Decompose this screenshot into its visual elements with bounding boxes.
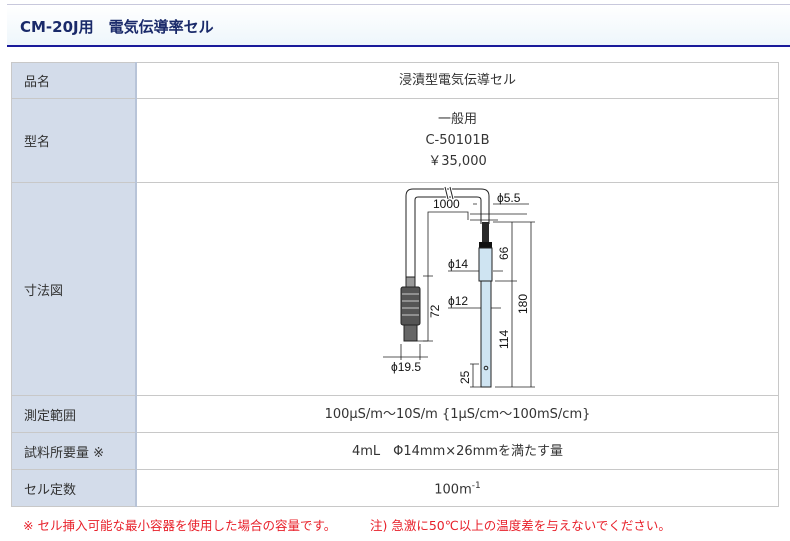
cable-diameter: ϕ5.5 (497, 191, 521, 205)
page-title: CM-20J用 電気伝導率セル (20, 18, 214, 36)
footnote-volume: ※ セル挿入可能な最小容器を使用した場合の容量です。 (23, 518, 337, 533)
dimension-drawing: 1000 ϕ5.5 ϕ14 ϕ12 ϕ19.5 72 66 180 114 25 (383, 186, 535, 388)
spec-table: 品名浸漬型電気伝導セル 型名 一般用 C-50101B ￥35,000 寸法図 100… (11, 62, 779, 507)
connector-length: 72 (428, 304, 442, 318)
row-label: 測定範囲 (11, 395, 137, 433)
cell-constant: 100m-1 (135, 469, 779, 507)
footnote-temperature: 注) 急激に50℃以上の温度差を与えないでください。 (370, 518, 671, 533)
price: ￥35,000 (428, 154, 487, 169)
sample-volume: 4mL Φ14mm×26mmを満たす量 (135, 432, 779, 470)
model-type: 一般用 (437, 112, 477, 127)
table-row: 試料所要量 ※4mL Φ14mm×26mmを満たす量 (11, 432, 779, 470)
model-number: C-50101B (425, 133, 490, 148)
row-label: 型名 (11, 98, 137, 183)
table-row: 寸法図 1000 ϕ5.5 ϕ14 ϕ12 ϕ19.5 72 66 180 11… (11, 182, 779, 396)
row-label: 寸法図 (11, 182, 137, 396)
total-length: 180 (516, 294, 530, 314)
row-label: セル定数 (11, 469, 137, 507)
cap-length: 66 (497, 246, 511, 260)
tip-length: 25 (458, 370, 472, 384)
table-row: 品名浸漬型電気伝導セル (11, 62, 779, 99)
cable-length: 1000 (433, 197, 460, 211)
row-label: 品名 (11, 62, 137, 99)
body-diameter: ϕ14 (448, 257, 468, 271)
table-row: 型名 一般用 C-50101B ￥35,000 (11, 98, 779, 183)
tube-diameter: ϕ12 (448, 294, 468, 308)
product-name: 浸漬型電気伝導セル (135, 62, 779, 99)
measurement-range: 100μS/m～10S/m {1μS/cm～100mS/cm} (135, 395, 779, 433)
row-label: 試料所要量 ※ (11, 432, 137, 470)
tube-length: 114 (497, 330, 511, 349)
page-header: CM-20J用 電気伝導率セル (7, 4, 790, 47)
connector-diameter: ϕ19.5 (391, 360, 421, 374)
